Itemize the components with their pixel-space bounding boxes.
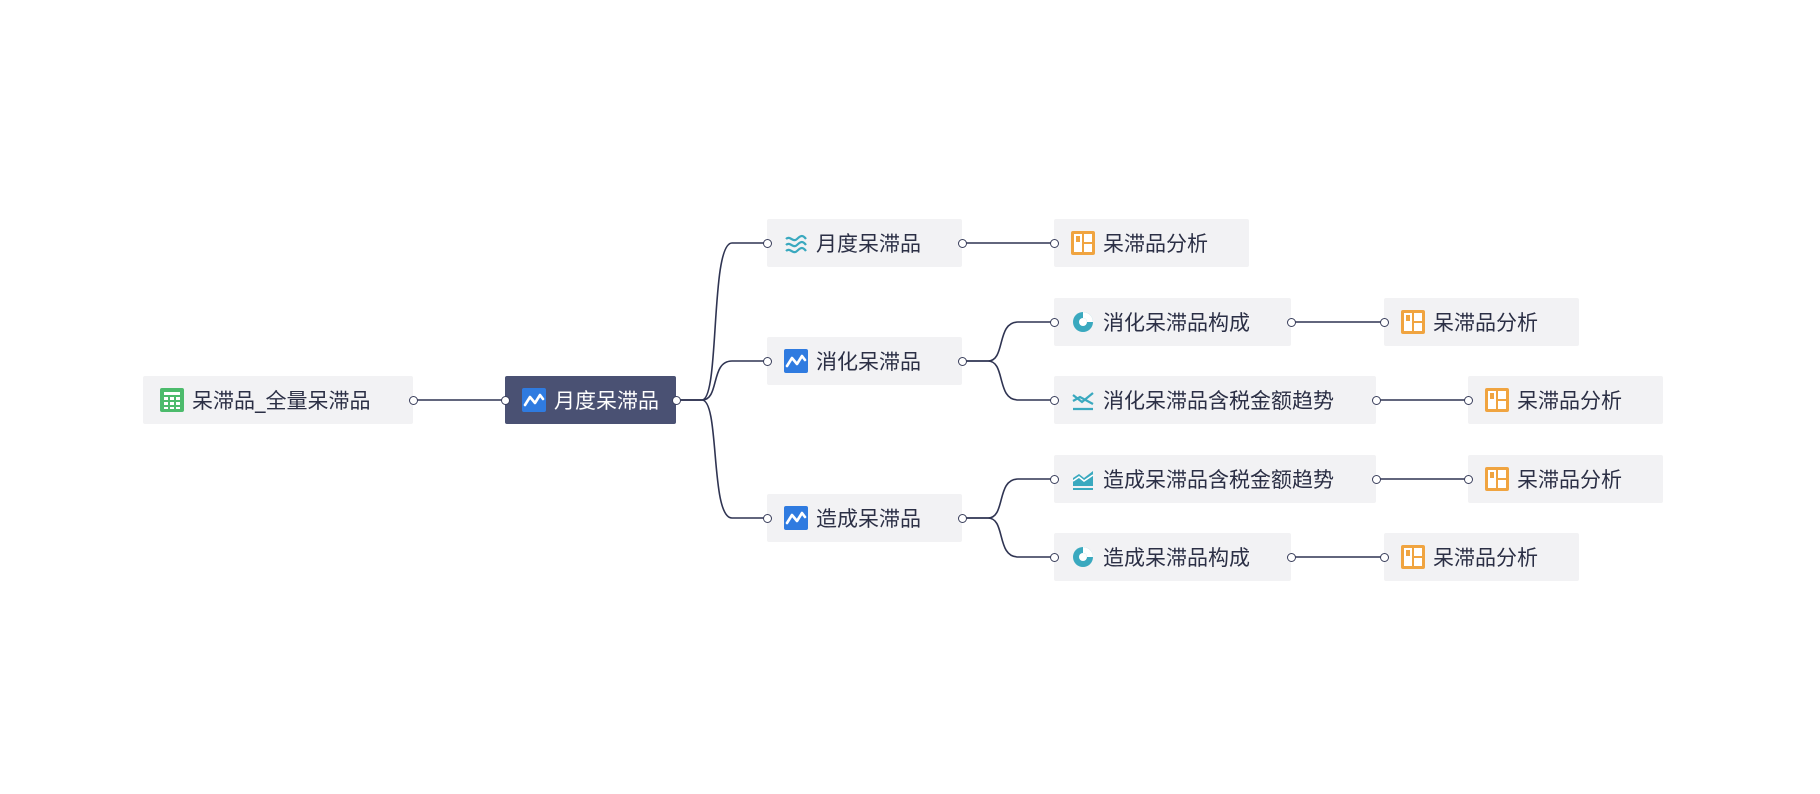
line-chart-icon (783, 505, 809, 531)
node-analysis-5[interactable]: 呆滞品分析 (1384, 533, 1579, 581)
node-caused-tax-trend[interactable]: 造成呆滞品含税金额趋势 (1054, 455, 1376, 503)
output-port[interactable] (1286, 317, 1296, 327)
dashboard-icon (1070, 230, 1096, 256)
node-analysis-2[interactable]: 呆滞品分析 (1384, 298, 1579, 346)
node-digested-composition[interactable]: 消化呆滞品构成 (1054, 298, 1291, 346)
node-label: 消化呆滞品构成 (1103, 311, 1250, 335)
node-label: 呆滞品分析 (1517, 468, 1622, 492)
node-label: 呆滞品_全量呆滞品 (192, 389, 371, 413)
node-digested-tax-trend[interactable]: 消化呆滞品含税金额趋势 (1054, 376, 1376, 424)
node-digested-stale[interactable]: 消化呆滞品 (767, 337, 962, 385)
node-analysis-3[interactable]: 呆滞品分析 (1468, 376, 1663, 424)
input-port[interactable] (1463, 474, 1473, 484)
output-port[interactable] (408, 395, 418, 405)
output-port[interactable] (1371, 395, 1381, 405)
input-port[interactable] (1049, 552, 1059, 562)
edge-n_m2-n_c21 (962, 321, 1054, 362)
node-caused-stale[interactable]: 造成呆滞品 (767, 494, 962, 542)
edge-n_root-n_m2 (676, 360, 767, 401)
node-label: 呆滞品分析 (1433, 311, 1538, 335)
node-label: 呆滞品分析 (1103, 232, 1208, 256)
input-port[interactable] (500, 395, 510, 405)
input-port[interactable] (1049, 474, 1059, 484)
input-port[interactable] (1379, 317, 1389, 327)
line-chart-icon (783, 348, 809, 374)
node-analysis-1[interactable]: 呆滞品分析 (1054, 219, 1249, 267)
edge-n_root-n_m1 (676, 242, 767, 401)
cross-line-icon (1070, 387, 1096, 413)
output-port[interactable] (1286, 552, 1296, 562)
node-label: 消化呆滞品 (816, 350, 921, 374)
output-port[interactable] (957, 356, 967, 366)
edge-n_root-n_m3 (676, 399, 767, 519)
edge-n_m2-n_c22 (962, 360, 1054, 401)
input-port[interactable] (1049, 238, 1059, 248)
output-port[interactable] (671, 395, 681, 405)
node-analysis-4[interactable]: 呆滞品分析 (1468, 455, 1663, 503)
pie-chart-icon (1070, 309, 1096, 335)
node-caused-composition[interactable]: 造成呆滞品构成 (1054, 533, 1291, 581)
edge-n_m3-n_c32 (962, 517, 1054, 558)
node-label: 造成呆滞品 (816, 507, 921, 531)
pie-chart-icon (1070, 544, 1096, 570)
line-chart-icon (521, 387, 547, 413)
node-label: 月度呆滞品 (554, 389, 659, 413)
input-port[interactable] (1379, 552, 1389, 562)
output-port[interactable] (957, 238, 967, 248)
input-port[interactable] (1049, 317, 1059, 327)
node-label: 造成呆滞品构成 (1103, 546, 1250, 570)
node-monthly-stale[interactable]: 月度呆滞品 (767, 219, 962, 267)
input-port[interactable] (1049, 395, 1059, 405)
node-label: 消化呆滞品含税金额趋势 (1103, 389, 1334, 413)
edge-n_m3-n_c31 (962, 478, 1054, 519)
dashboard-icon (1484, 466, 1510, 492)
node-source-table[interactable]: 呆滞品_全量呆滞品 (143, 376, 413, 424)
wave-icon (783, 230, 809, 256)
dashboard-icon (1400, 309, 1426, 335)
output-port[interactable] (957, 513, 967, 523)
input-port[interactable] (762, 513, 772, 523)
node-label: 月度呆滞品 (816, 232, 921, 256)
dashboard-icon (1400, 544, 1426, 570)
input-port[interactable] (762, 356, 772, 366)
node-label: 呆滞品分析 (1433, 546, 1538, 570)
input-port[interactable] (762, 238, 772, 248)
dashboard-icon (1484, 387, 1510, 413)
node-label: 造成呆滞品含税金额趋势 (1103, 468, 1334, 492)
node-root-monthly[interactable]: 月度呆滞品 (505, 376, 676, 424)
area-chart-icon (1070, 466, 1096, 492)
node-label: 呆滞品分析 (1517, 389, 1622, 413)
input-port[interactable] (1463, 395, 1473, 405)
table-icon (159, 387, 185, 413)
output-port[interactable] (1371, 474, 1381, 484)
